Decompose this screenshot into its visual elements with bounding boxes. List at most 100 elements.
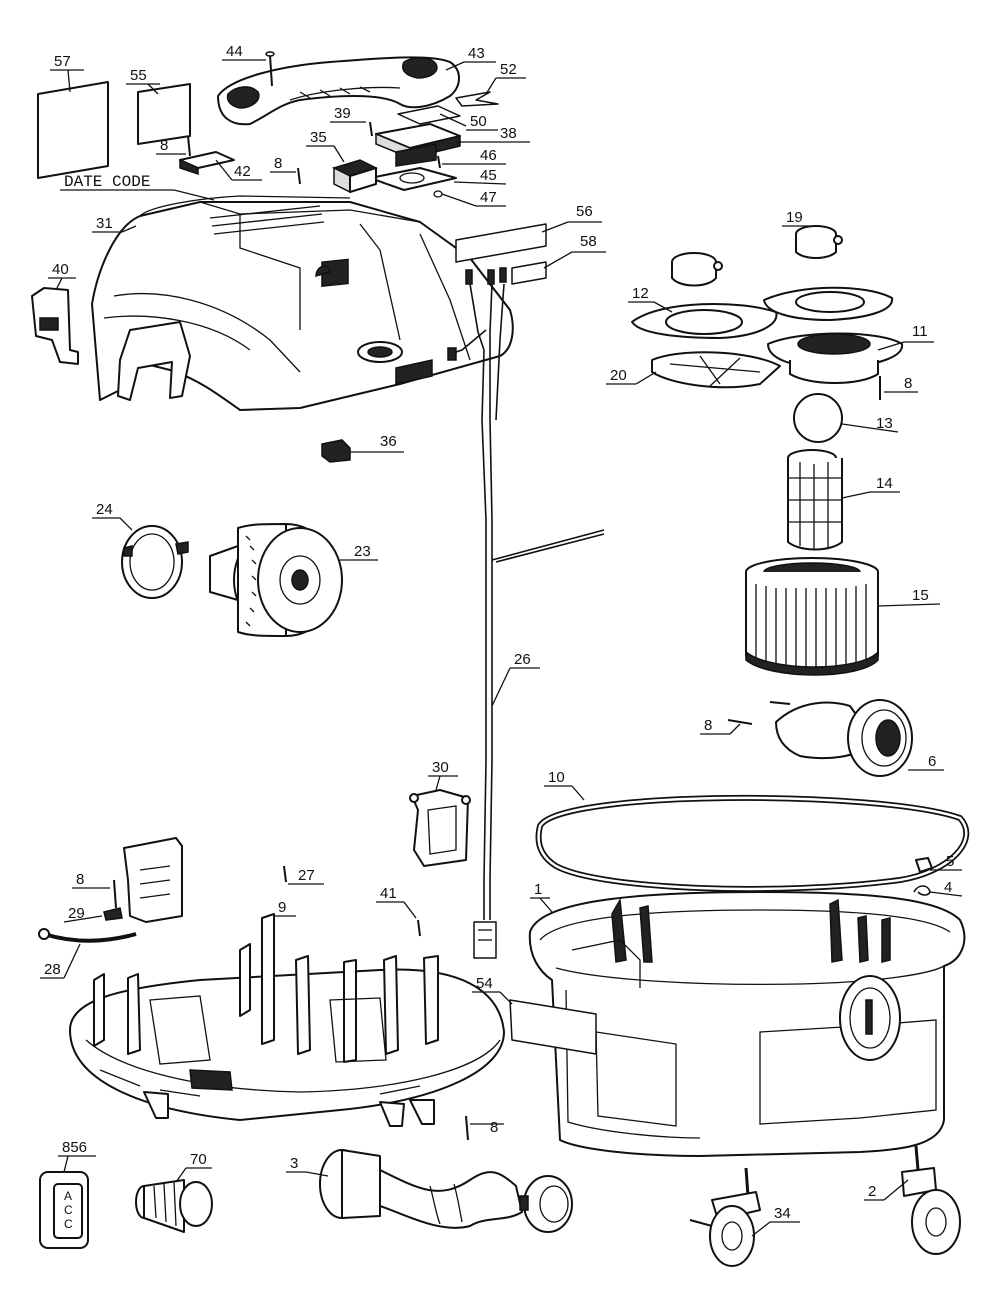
handle-part	[217, 56, 460, 126]
filter-cage-14	[787, 449, 843, 551]
callout-27: 27	[288, 867, 324, 885]
callout-43: 43	[445, 45, 496, 71]
callout-label: 9	[278, 899, 286, 916]
switch-plate-letter: C	[64, 1217, 73, 1231]
callout-8e: 8	[72, 871, 110, 889]
callout-8a: 8	[156, 137, 186, 155]
motor-ring-24	[121, 525, 189, 599]
callout-45: 45	[453, 167, 507, 185]
callout-label: 8	[76, 871, 84, 888]
callout-6: 6	[908, 753, 944, 771]
callout-1: 1	[530, 881, 553, 913]
screw-46	[437, 155, 441, 169]
tank-1	[528, 891, 966, 1157]
clip-5	[915, 857, 933, 873]
screw-27	[283, 865, 287, 883]
screw-44	[265, 51, 275, 87]
hose-connector-6	[775, 699, 913, 777]
callout-12: 12	[628, 285, 673, 313]
plate-45	[369, 167, 457, 191]
callout-label: 4	[944, 879, 952, 896]
callout-label: 30	[432, 759, 449, 776]
callout-label: 40	[52, 261, 69, 278]
latch-30	[409, 789, 471, 867]
callout-54: 54	[472, 975, 513, 1005]
caster-2	[901, 1145, 961, 1255]
callout-31: 31	[92, 215, 137, 233]
callout-label: 5	[946, 853, 954, 870]
callout-46: 46	[442, 147, 506, 165]
label-50	[397, 105, 461, 125]
top-housing-31	[91, 195, 514, 411]
callout-label: 23	[354, 543, 371, 560]
callout-label: 8	[904, 375, 912, 392]
hose-3	[319, 1149, 573, 1233]
cap-38	[375, 123, 461, 167]
callout-label: 39	[334, 105, 351, 122]
callout-label: 26	[514, 651, 531, 668]
callout-label: 36	[380, 433, 397, 450]
callout-20: 20	[606, 367, 657, 385]
callout-41: 41	[376, 885, 417, 919]
callout-58: 58	[543, 233, 606, 269]
switch-plate-letter: A	[64, 1189, 72, 1203]
callout-38: 38	[456, 125, 530, 143]
label-sheet-55	[137, 83, 191, 145]
callout-label: 70	[190, 1151, 207, 1168]
clip-36	[321, 439, 351, 463]
callout-15: 15	[877, 587, 941, 607]
callout-8f: 8	[470, 1119, 504, 1136]
callout-label: 31	[96, 215, 113, 232]
callout-2: 2	[864, 1179, 909, 1201]
float-ball-13	[793, 393, 843, 443]
callout-47: 47	[441, 189, 506, 207]
callout-10: 10	[544, 769, 585, 801]
bracket-42	[179, 151, 235, 176]
callout-26: 26	[491, 651, 540, 707]
screw-8a	[187, 135, 191, 157]
callout-label: 55	[130, 67, 147, 84]
switch-plate-letter: C	[64, 1203, 73, 1217]
callout-label: 46	[480, 147, 497, 164]
callout-label: 41	[380, 885, 397, 902]
callout-28: 28	[40, 943, 81, 979]
wire-harness-26	[447, 267, 605, 959]
callout-11: 11	[877, 323, 934, 351]
callout-35: 35	[306, 129, 345, 163]
callout-29: 29	[63, 905, 103, 923]
callout-label: 8	[704, 717, 712, 734]
callout-label: 11	[912, 323, 928, 340]
callout-70: 70	[175, 1151, 212, 1183]
callout-label: 58	[580, 233, 597, 250]
screw-8f	[465, 1115, 469, 1141]
callout-label: 856	[62, 1139, 87, 1156]
callout-8d: 8	[700, 717, 741, 735]
callout-label: 19	[786, 209, 803, 226]
callout-40: 40	[48, 261, 76, 291]
label-56	[455, 223, 547, 263]
callout-label: 54	[476, 975, 493, 992]
callout-label: 12	[632, 285, 649, 302]
label-58	[511, 261, 547, 285]
filter-15	[745, 557, 879, 676]
callout-19: 19	[782, 209, 810, 227]
callout-label: 3	[290, 1155, 298, 1172]
gasket-10	[535, 794, 970, 892]
label-54	[509, 999, 597, 1055]
callout-label: 44	[226, 43, 243, 60]
callout-label: 27	[298, 867, 315, 884]
callout-36: 36	[350, 433, 404, 453]
callout-24: 24	[92, 501, 133, 531]
plate-20	[651, 351, 781, 389]
callout-label: 43	[468, 45, 485, 62]
callout-9: 9	[274, 899, 296, 917]
gasket-upper	[763, 286, 894, 321]
callout-label: 15	[912, 587, 929, 604]
callout-label: 1	[534, 881, 542, 898]
cap-19-left	[671, 252, 723, 287]
callout-label: 42	[234, 163, 251, 180]
callout-label: 2	[868, 1183, 876, 1200]
label-sheet-57	[37, 81, 109, 179]
callout-5: 5	[930, 853, 962, 871]
